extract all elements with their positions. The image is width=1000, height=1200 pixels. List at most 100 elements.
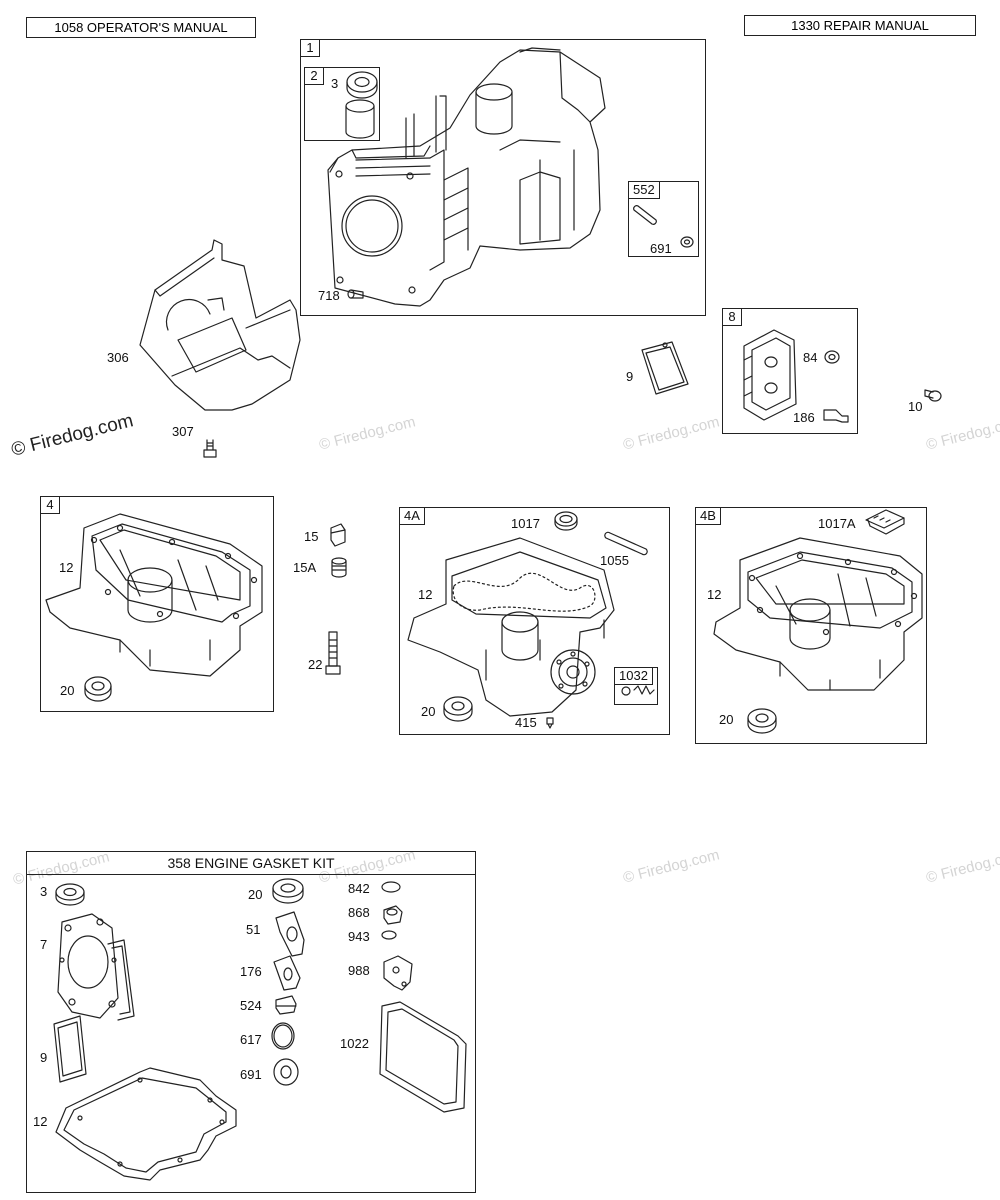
kit-seal-3-part[interactable] <box>55 883 85 906</box>
part-label-306[interactable]: 306 <box>107 350 129 365</box>
spring-ball-1032-part[interactable] <box>621 685 655 696</box>
part-label-20[interactable]: 20 <box>421 704 436 719</box>
group-tag: 8 <box>722 308 742 326</box>
part-label-84[interactable]: 84 <box>803 350 818 365</box>
group-tag: 1 <box>300 39 320 57</box>
kit-label-7[interactable]: 7 <box>40 937 48 952</box>
part-label-12[interactable]: 12 <box>59 560 74 575</box>
washer-691-part[interactable] <box>680 236 694 248</box>
kit-label-842[interactable]: 842 <box>348 881 370 896</box>
group-1-cylinder-box[interactable]: 1 <box>300 39 706 316</box>
part-label-20[interactable]: 20 <box>60 683 75 698</box>
breather-cover-part[interactable] <box>743 329 797 421</box>
seal-20-4a-part[interactable] <box>443 696 473 722</box>
kit-label-617[interactable]: 617 <box>240 1032 262 1047</box>
air-shroud-306-part[interactable] <box>139 239 301 411</box>
kit-label-9[interactable]: 9 <box>40 1050 48 1065</box>
kit-bracket-988-part[interactable] <box>383 955 413 991</box>
oil-sump-4b-part[interactable] <box>713 537 923 691</box>
part-label-10[interactable]: 10 <box>908 399 923 414</box>
cap-1017-part[interactable] <box>554 511 578 531</box>
seal-20-part[interactable] <box>84 676 112 702</box>
bolt-22-part[interactable] <box>325 631 341 675</box>
part-label-186[interactable]: 186 <box>793 410 815 425</box>
kit-label-691[interactable]: 691 <box>240 1067 262 1082</box>
kit-label-12[interactable]: 12 <box>33 1114 48 1129</box>
group-tag: 2 <box>304 67 324 85</box>
screw-307-part[interactable] <box>203 439 217 458</box>
group-552-box[interactable]: 552 <box>628 181 699 257</box>
plug-15-part[interactable] <box>330 523 346 547</box>
seal-20-4b-part[interactable] <box>747 708 777 734</box>
group-1032-box[interactable]: 1032 <box>614 667 658 705</box>
group-tag: 1032 <box>614 667 653 685</box>
bearing-sleeve-part[interactable] <box>345 99 375 139</box>
kit-oring-617-part[interactable] <box>271 1022 295 1050</box>
kit-gasket-9-part[interactable] <box>53 1015 87 1083</box>
kit-gasket-176-part[interactable] <box>273 955 301 991</box>
group-4b-sump-box[interactable]: 4B <box>695 507 927 744</box>
plug-415-part[interactable] <box>546 717 554 729</box>
group-tag: 4B <box>695 507 721 525</box>
part-label-1055[interactable]: 1055 <box>600 553 629 568</box>
kit-label-3[interactable]: 3 <box>40 884 48 899</box>
part-label-9[interactable]: 9 <box>626 369 634 384</box>
kit-sump-gasket-12-part[interactable] <box>55 1067 237 1181</box>
part-label-12[interactable]: 12 <box>707 587 722 602</box>
gasket-kit-title: 358 ENGINE GASKET KIT <box>27 852 475 875</box>
kit-ring-943-part[interactable] <box>381 930 397 940</box>
oil-sump-4a-part[interactable] <box>407 537 615 717</box>
kit-1017a-part[interactable] <box>865 509 905 535</box>
part-label-12[interactable]: 12 <box>418 587 433 602</box>
repair-manual-button[interactable]: 1330 REPAIR MANUAL <box>744 15 976 36</box>
kit-gasket-1022-part[interactable] <box>379 1001 467 1113</box>
part-label-15a[interactable]: 15A <box>293 560 317 575</box>
part-label-1017a[interactable]: 1017A <box>818 516 856 531</box>
gasket-9-part[interactable] <box>641 341 689 395</box>
group-4a-sump-box[interactable]: 4A <box>399 507 670 735</box>
group-tag: 552 <box>628 181 660 199</box>
part-label-3[interactable]: 3 <box>331 76 339 91</box>
kit-plug-524-part[interactable] <box>275 995 297 1015</box>
group-tag: 4A <box>399 507 425 525</box>
grommet-84-part[interactable] <box>824 350 840 364</box>
kit-label-988[interactable]: 988 <box>348 963 370 978</box>
part-label-307[interactable]: 307 <box>172 424 194 439</box>
operators-manual-button[interactable]: 1058 OPERATOR'S MANUAL <box>26 17 256 38</box>
tube-1055-part[interactable] <box>604 531 648 556</box>
group-2-bearing-box[interactable]: 2 <box>304 67 380 141</box>
cylinder-block-part[interactable] <box>327 47 606 307</box>
seal-3-part[interactable] <box>346 71 378 99</box>
part-label-20[interactable]: 20 <box>719 712 734 727</box>
kit-ring-842-part[interactable] <box>381 881 401 893</box>
part-label-15[interactable]: 15 <box>304 529 319 544</box>
pin-718-part[interactable] <box>347 289 364 299</box>
part-label-691[interactable]: 691 <box>650 241 672 256</box>
group-4-sump-box[interactable]: 4 <box>40 496 274 712</box>
pin-552-part[interactable] <box>633 205 657 225</box>
gasket-kit-box[interactable]: 358 ENGINE GASKET KIT <box>26 851 476 1193</box>
kit-label-51[interactable]: 51 <box>246 922 261 937</box>
oil-sump-4-part[interactable] <box>45 513 263 677</box>
kit-seal-691-part[interactable] <box>273 1058 299 1086</box>
kit-label-868[interactable]: 868 <box>348 905 370 920</box>
part-label-1017[interactable]: 1017 <box>511 516 540 531</box>
kit-gasket-51-part[interactable] <box>275 911 305 957</box>
screw-10-part[interactable] <box>924 389 942 402</box>
group-8-breather-box[interactable]: 8 <box>722 308 858 434</box>
kit-grommet-868-part[interactable] <box>383 905 403 925</box>
kit-label-524[interactable]: 524 <box>240 998 262 1013</box>
kit-label-1022[interactable]: 1022 <box>340 1036 369 1051</box>
plug-15a-part[interactable] <box>331 557 347 578</box>
fitting-186-part[interactable] <box>823 409 849 423</box>
kit-label-943[interactable]: 943 <box>348 929 370 944</box>
kit-label-20[interactable]: 20 <box>248 887 263 902</box>
kit-head-gasket-7-part[interactable] <box>57 913 135 1021</box>
kit-seal-20-part[interactable] <box>272 878 304 904</box>
part-label-718[interactable]: 718 <box>318 288 340 303</box>
kit-label-176[interactable]: 176 <box>240 964 262 979</box>
part-label-415[interactable]: 415 <box>515 715 537 730</box>
part-label-22[interactable]: 22 <box>308 657 323 672</box>
group-tag: 4 <box>40 496 60 514</box>
